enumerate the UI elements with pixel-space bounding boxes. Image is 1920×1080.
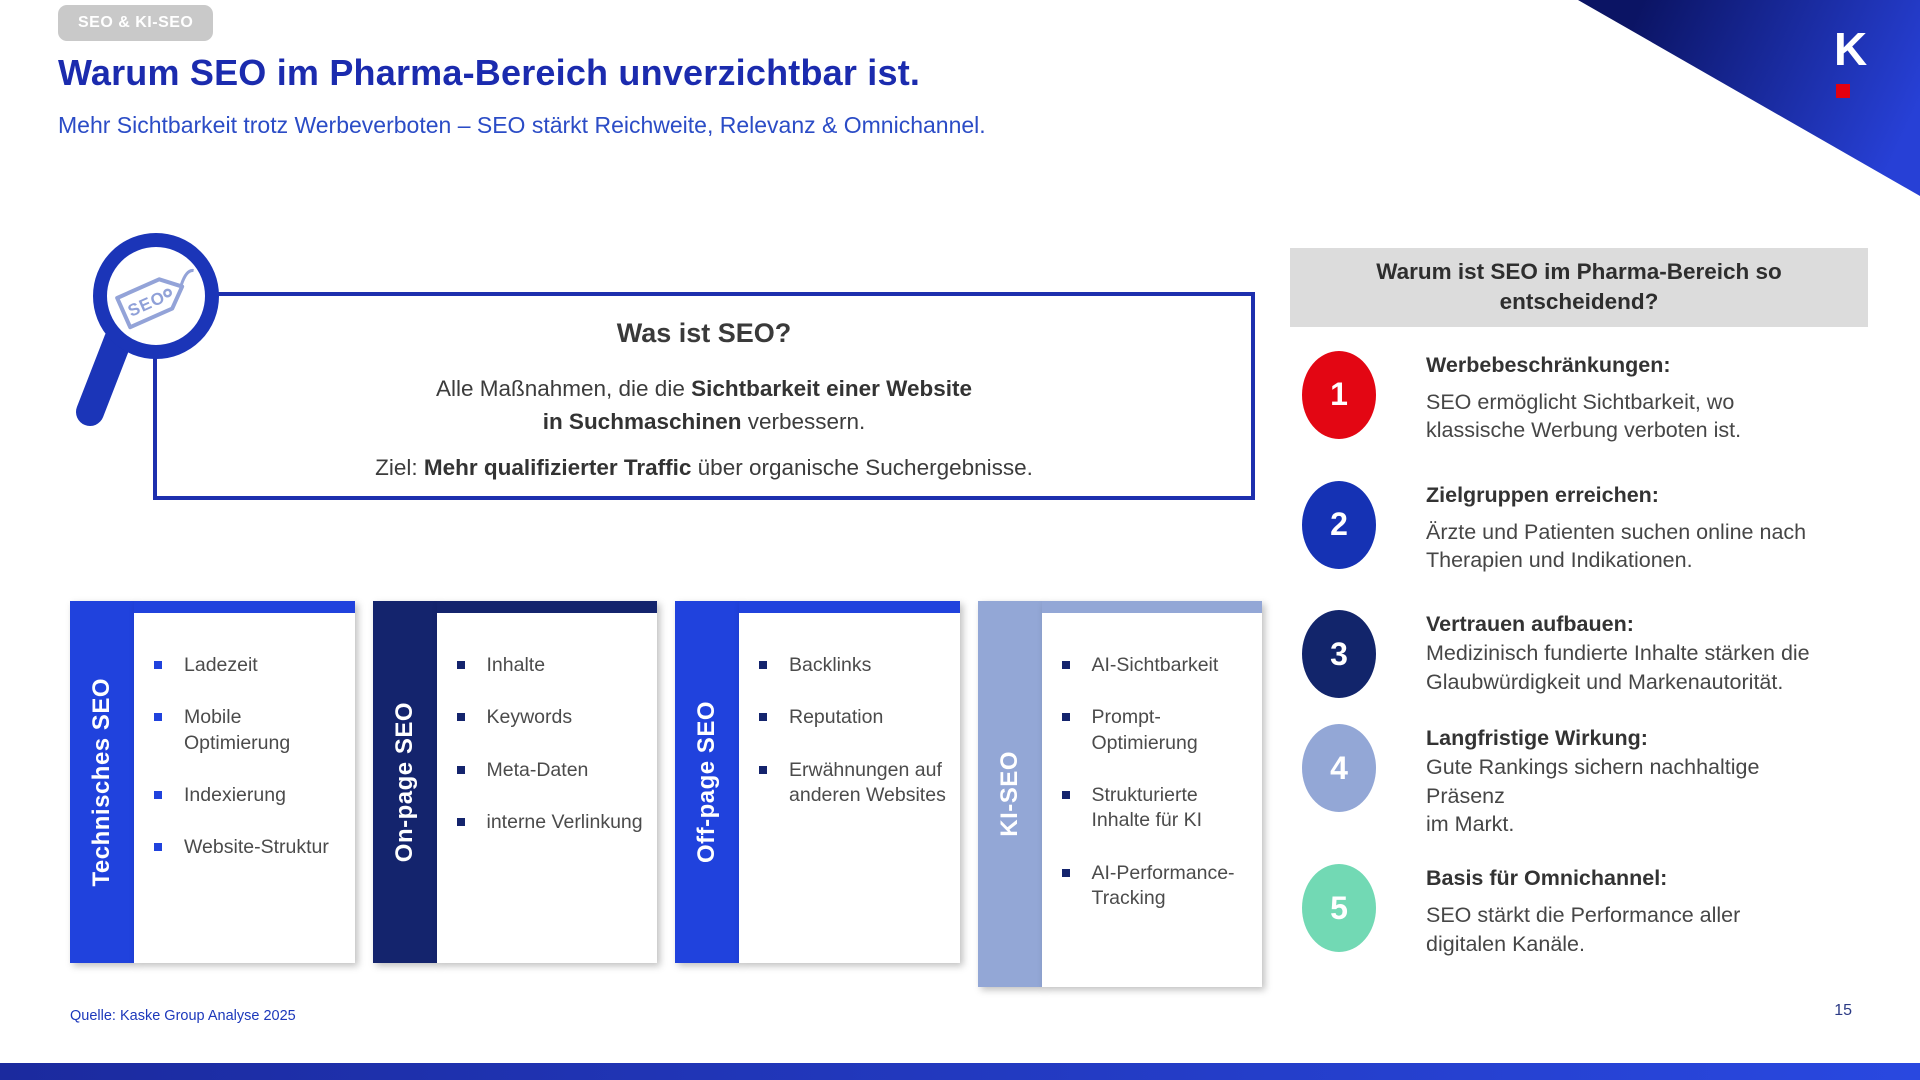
panel-item-title: Basis für Omnichannel: — [1426, 866, 1668, 891]
page-number: 15 — [1834, 1002, 1852, 1019]
list-item: AI-Performance-Tracking — [1061, 861, 1255, 912]
bullet-square-icon — [456, 765, 465, 774]
column-item-list: AI-Sichtbarkeit Prompt-Optimierung Struk… — [1042, 601, 1263, 911]
panel-item-body: Medizinisch fundierte Inhalte stärken di… — [1426, 641, 1810, 694]
panel-item-1: 1 Werbebeschränkungen: SEO ermöglicht Si… — [1290, 350, 1868, 445]
column-offpage-seo: Off-page SEO Backlinks Reputation Erwähn… — [675, 601, 960, 963]
panel-item-3: 3 Vertrauen aufbauen: Medizinisch fundie… — [1290, 610, 1868, 699]
column-label-bar: On-page SEO — [372, 601, 437, 963]
panel-item-title: Vertrauen aufbauen: — [1426, 612, 1634, 637]
column-top-strip — [739, 601, 960, 613]
panel-item-title: Werbebeschränkungen: — [1426, 352, 1671, 377]
list-item: AI-Sichtbarkeit — [1061, 653, 1255, 678]
bullet-square-icon — [154, 843, 162, 852]
column-item-list: Ladezeit Mobile Optimierung Indexierung … — [134, 601, 355, 861]
column-technisches-seo: Technisches SEO Ladezeit Mobile Optimier… — [70, 601, 355, 963]
column-card: AI-Sichtbarkeit Prompt-Optimierung Struk… — [1041, 601, 1263, 987]
bullet-square-icon — [456, 661, 465, 669]
number-badge: 2 — [1302, 480, 1376, 569]
page-subtitle: Mehr Sichtbarkeit trotz Werbeverboten – … — [58, 112, 986, 138]
list-item: interne Verlinkung — [456, 810, 650, 835]
number-badge: 4 — [1302, 724, 1376, 813]
bullet-square-icon — [1061, 713, 1070, 722]
number-badge: 3 — [1302, 610, 1376, 699]
number-badge: 1 — [1302, 350, 1376, 439]
column-item-list: Backlinks Reputation Erwähnungen auf and… — [739, 601, 960, 808]
bullet-square-icon — [759, 765, 767, 774]
bullet-square-icon — [456, 818, 465, 827]
page-title: Warum SEO im Pharma-Bereich unverzichtba… — [58, 52, 921, 93]
column-card: Inhalte Keywords Meta-Daten interne Verl… — [436, 601, 658, 963]
list-item: Website-Struktur — [154, 835, 347, 860]
column-label: Technisches SEO — [88, 677, 115, 887]
list-item: Backlinks — [759, 653, 952, 678]
bullet-square-icon — [154, 661, 162, 669]
column-onpage-seo: On-page SEO Inhalte Keywords Meta-Daten … — [372, 601, 658, 963]
bullet-square-icon — [759, 713, 767, 722]
panel-item-2: 2 Zielgruppen erreichen: Ärzte und Patie… — [1290, 480, 1868, 575]
bullet-square-icon — [1061, 661, 1070, 669]
panel-item-body: Gute Rankings sichern nachhaltige Präsen… — [1426, 755, 1760, 836]
list-item: Strukturierte Inhalte für KI — [1061, 783, 1255, 834]
panel-item-body: SEO stärkt die Performance aller digital… — [1426, 903, 1741, 956]
panel-item-list: 1 Werbebeschränkungen: SEO ermöglicht Si… — [1290, 350, 1868, 958]
list-item: Indexierung — [154, 783, 347, 808]
seo-definition-line2: in Suchmaschinen verbessern. — [542, 408, 866, 434]
column-top-strip — [436, 601, 657, 613]
list-item: Meta-Daten — [456, 758, 650, 783]
column-label: On-page SEO — [390, 701, 418, 863]
panel-item-5: 5 Basis für Omnichannel: SEO stärkt die … — [1290, 864, 1868, 958]
list-item: Erwähnungen auf anderen Websites — [759, 758, 952, 809]
column-label-bar: Off-page SEO — [675, 601, 739, 963]
bullet-square-icon — [154, 791, 162, 800]
why-seo-panel: Warum ist SEO im Pharma-Bereich so entsc… — [1290, 248, 1868, 994]
column-label-bar: Technisches SEO — [70, 601, 134, 963]
panel-heading: Warum ist SEO im Pharma-Bereich so entsc… — [1290, 248, 1868, 327]
column-top-strip — [1041, 601, 1262, 613]
topic-badge: SEO & KI-SEO — [58, 5, 214, 41]
list-item: Mobile Optimierung — [154, 705, 347, 756]
brand-logo-dot — [1836, 84, 1850, 98]
number-badge: 5 — [1302, 864, 1376, 953]
seo-definition-line1: Alle Maßnahmen, die die Sichtbarkeit ein… — [435, 376, 973, 401]
column-label-bar: KI-SEO — [977, 601, 1042, 987]
bullet-square-icon — [759, 661, 767, 669]
column-ki-seo: KI-SEO AI-Sichtbarkeit Prompt-Optimierun… — [977, 601, 1263, 987]
bullet-square-icon — [456, 713, 465, 722]
list-item: Reputation — [759, 705, 952, 730]
brand-logo: K — [1834, 23, 1868, 75]
seo-tag-magnifier-icon: SEO — [76, 233, 219, 426]
column-label: Off-page SEO — [693, 700, 720, 863]
what-is-seo-box: Was ist SEO? Alle Maßnahmen, die die Sic… — [153, 292, 1255, 500]
column-item-list: Inhalte Keywords Meta-Daten interne Verl… — [437, 601, 658, 835]
column-card: Backlinks Reputation Erwähnungen auf and… — [739, 601, 960, 963]
panel-item-body: Ärzte und Patienten suchen online nach T… — [1426, 519, 1807, 572]
panel-item-4: 4 Langfristige Wirkung: Gute Rankings si… — [1290, 724, 1868, 838]
panel-item-body: SEO ermöglicht Sichtbarkeit, wo klassisc… — [1426, 389, 1742, 443]
bullet-square-icon — [1061, 868, 1070, 877]
seo-columns: Technisches SEO Ladezeit Mobile Optimier… — [70, 601, 1262, 987]
bullet-square-icon — [154, 713, 162, 722]
bottom-accent-bar — [0, 1063, 1920, 1080]
list-item: Inhalte — [456, 653, 650, 678]
column-label: KI-SEO — [995, 751, 1023, 837]
source-note: Quelle: Kaske Group Analyse 2025 — [70, 1008, 296, 1024]
list-item: Keywords — [456, 705, 650, 730]
list-item: Ladezeit — [154, 653, 347, 678]
seo-goal-line: Ziel: Mehr qualifizierter Traffic über o… — [375, 455, 1033, 481]
list-item: Prompt-Optimierung — [1061, 705, 1255, 756]
panel-item-title: Langfristige Wirkung: — [1426, 726, 1648, 751]
corner-brand-triangle: K — [1578, 0, 1920, 196]
seo-box-heading: Was ist SEO? — [616, 318, 792, 348]
panel-item-title: Zielgruppen erreichen: — [1426, 482, 1659, 507]
bullet-square-icon — [1061, 791, 1070, 800]
column-top-strip — [134, 601, 355, 613]
column-card: Ladezeit Mobile Optimierung Indexierung … — [134, 601, 355, 963]
